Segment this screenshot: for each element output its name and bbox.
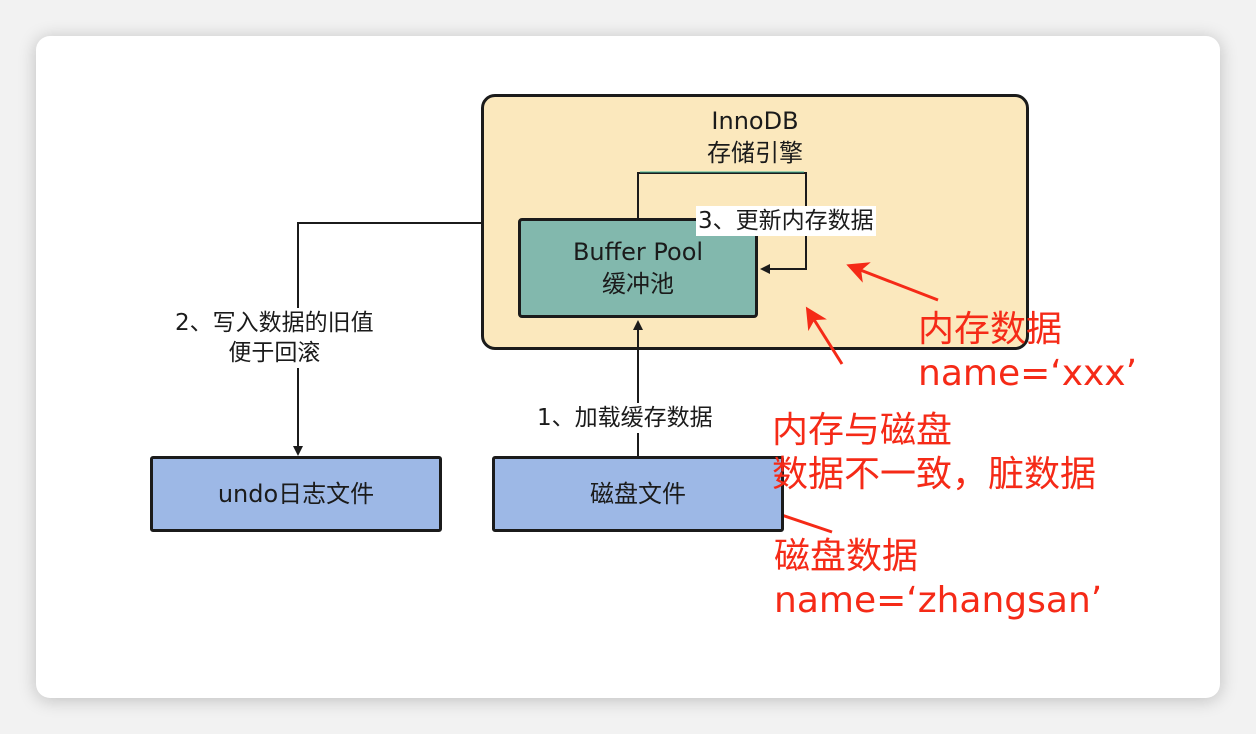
undo-log-file-label: undo日志文件 [217,480,375,508]
step2-label-line1: 2、写入数据的旧值 [175,310,374,336]
innodb-subtitle: 存储引擎 [707,139,803,167]
dirty-data-line2: 数据不一致，脏数据 [772,454,1097,495]
undo-write-line [293,222,481,456]
disk-data-value: name=‘zhangsan’ [774,580,1103,621]
step1-label: 1、加载缓存数据 [535,403,715,433]
buffer-pool-subtitle: 缓冲池 [602,270,674,298]
dirty-data-line1: 内存与磁盘 [772,410,953,451]
undo-log-file-box: undo日志文件 [150,456,442,532]
diagram-card: InnoDB 存储引擎 Buffer Pool 缓冲池 undo日志文件 [36,36,1220,698]
innodb-title: InnoDB [711,107,799,135]
dirty-data-arrow [805,306,844,365]
buffer-pool-title: Buffer Pool [572,238,704,266]
disk-file-label: 磁盘文件 [590,480,686,508]
step2-label-line2: 便于回滚 [228,340,321,366]
dirty-data-annotation: 内存与磁盘 数据不一致，脏数据 [772,409,1096,497]
disk-data-annotation: 磁盘数据 name=‘zhangsan’ [774,535,1102,623]
memory-data-annotation: 内存数据 name=‘xxx’ [918,308,1137,396]
disk-data-title: 磁盘数据 [774,536,919,577]
memory-data-value: name=‘xxx’ [918,353,1138,394]
update-loop-line [637,172,807,274]
memory-data-arrow [846,262,939,302]
step3-label: 3、更新内存数据 [696,206,876,236]
memory-data-title: 内存数据 [918,309,1063,350]
step2-label: 2、写入数据的旧值 便于回滚 [173,308,376,368]
disk-file-box: 磁盘文件 [492,456,784,532]
connector-lines [293,171,939,534]
